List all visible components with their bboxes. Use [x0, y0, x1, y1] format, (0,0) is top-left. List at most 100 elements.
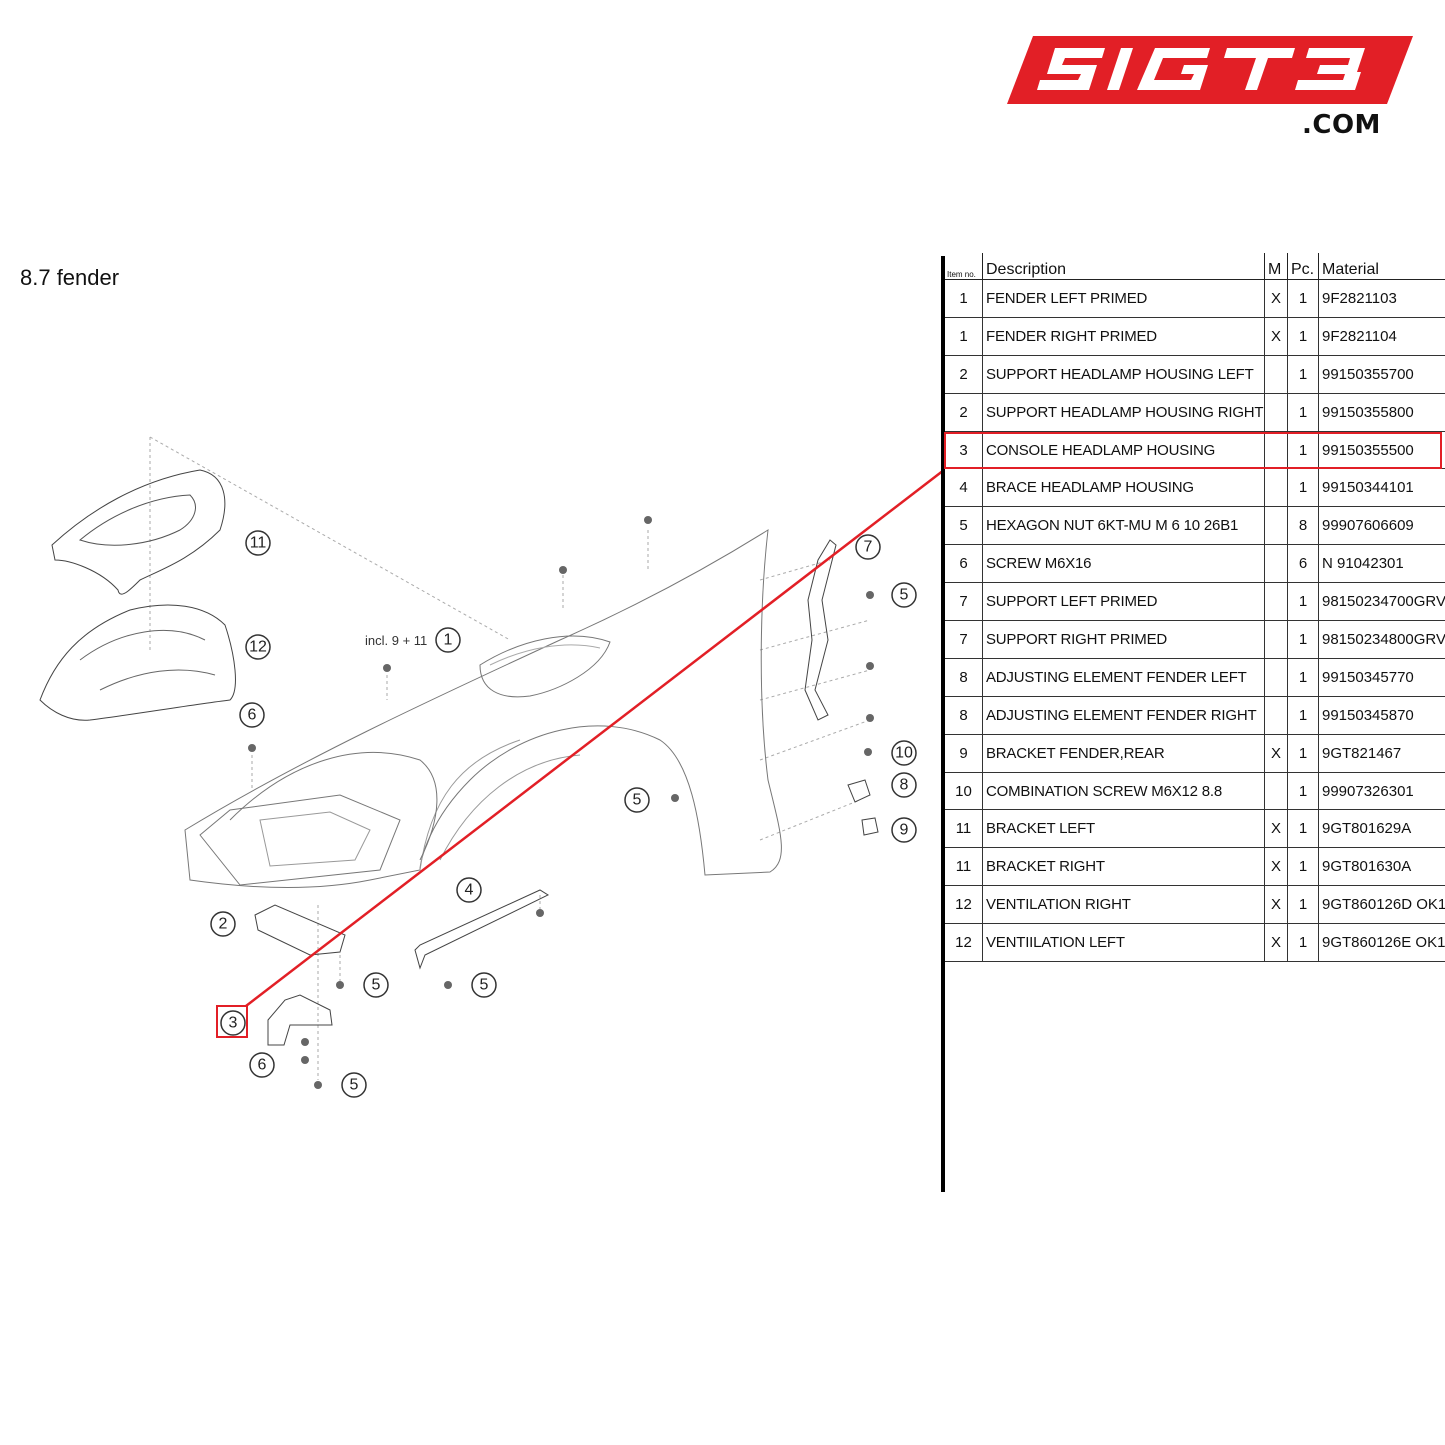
cell-item: 8: [945, 658, 983, 697]
cell-material: 99150344101: [1318, 468, 1445, 508]
cell-item: 2: [945, 355, 983, 394]
cell-m: X: [1264, 885, 1288, 925]
cell-m: [1264, 393, 1288, 432]
cell-m: X: [1264, 847, 1288, 887]
cell-description: SUPPORT HEADLAMP HOUSING RIGHT: [982, 393, 1265, 432]
cell-pc: 1: [1287, 393, 1319, 432]
cell-item: 1: [945, 317, 983, 356]
cell-pc: 6: [1287, 544, 1319, 584]
callout-label: 2: [219, 916, 228, 933]
cell-m: [1264, 772, 1288, 811]
header-pc: Pc.: [1287, 253, 1319, 280]
cell-m: X: [1264, 923, 1288, 963]
cell-m: [1264, 696, 1288, 735]
cell-material: 98150234700GRV: [1318, 582, 1445, 622]
section-title: 8.7 fender: [20, 265, 120, 290]
cell-item: 8: [945, 696, 983, 735]
cell-m: [1264, 506, 1288, 546]
callout-label: 4: [465, 882, 474, 899]
cell-item: 2: [945, 393, 983, 432]
cell-description: SUPPORT HEADLAMP HOUSING LEFT: [982, 355, 1265, 394]
cell-pc: 1: [1287, 658, 1319, 697]
header-m: M: [1264, 253, 1288, 280]
callout-label: 6: [248, 707, 257, 724]
cell-item: 5: [945, 506, 983, 546]
cell-pc: 1: [1287, 809, 1319, 849]
cell-item: 11: [945, 847, 983, 887]
cell-description: BRACE HEADLAMP HOUSING: [982, 468, 1265, 508]
highlight-callout-box: [216, 1005, 248, 1038]
cell-pc: 1: [1287, 696, 1319, 735]
cell-m: [1264, 544, 1288, 584]
cell-item: 9: [945, 734, 983, 773]
cell-pc: 1: [1287, 431, 1319, 470]
cell-material: 99150355700: [1318, 355, 1445, 394]
cell-description: VENTILATION RIGHT: [982, 885, 1265, 925]
header-material: Material: [1318, 253, 1445, 280]
cell-item: 7: [945, 582, 983, 622]
table-header-row: Item no. Description M Pc. Material: [945, 253, 1445, 280]
cell-description: SCREW M6X16: [982, 544, 1265, 584]
cell-description: COMBINATION SCREW M6X12 8.8: [982, 772, 1265, 811]
cell-m: X: [1264, 279, 1288, 318]
cell-m: [1264, 468, 1288, 508]
cell-pc: 1: [1287, 734, 1319, 773]
cell-description: BRACKET RIGHT: [982, 847, 1265, 887]
cell-description: BRACKET FENDER,REAR: [982, 734, 1265, 773]
cell-description: ADJUSTING ELEMENT FENDER RIGHT: [982, 696, 1265, 735]
cell-material: N 91042301: [1318, 544, 1445, 584]
cell-description: CONSOLE HEADLAMP HOUSING: [982, 431, 1265, 470]
highlight-row-box: [944, 432, 1442, 469]
cell-item: 1: [945, 279, 983, 318]
divider: [941, 256, 945, 1192]
cell-m: [1264, 658, 1288, 697]
cell-description: HEXAGON NUT 6KT-MU M 6 10 26B1: [982, 506, 1265, 546]
callout-label: 1: [444, 632, 453, 649]
cell-material: 99150345870: [1318, 696, 1445, 735]
cell-pc: 1: [1287, 582, 1319, 622]
cell-m: [1264, 620, 1288, 659]
cell-material: 98150234800GRV: [1318, 620, 1445, 659]
callout-label: 8: [900, 777, 909, 794]
cell-description: ADJUSTING ELEMENT FENDER LEFT: [982, 658, 1265, 697]
diagram-note: incl. 9 + 11: [365, 633, 427, 648]
callout-label: 3: [229, 1015, 238, 1032]
cell-pc: 1: [1287, 847, 1319, 887]
cell-item: 11: [945, 809, 983, 849]
cell-pc: 1: [1287, 923, 1319, 963]
callout-label: 6: [258, 1057, 267, 1074]
callout-label: 11: [250, 535, 267, 552]
callout-label: 5: [350, 1077, 359, 1094]
cell-description: BRACKET LEFT: [982, 809, 1265, 849]
cell-item: 12: [945, 923, 983, 963]
cell-pc: 8: [1287, 506, 1319, 546]
cell-pc: 1: [1287, 772, 1319, 811]
cell-material: 9GT821467: [1318, 734, 1445, 773]
callout-label: 5: [372, 977, 381, 994]
cell-material: 99150345770: [1318, 658, 1445, 697]
callout-label: 7: [864, 539, 873, 556]
cell-material: 9GT801630A: [1318, 847, 1445, 887]
cell-material: 99907606609: [1318, 506, 1445, 546]
cell-m: X: [1264, 317, 1288, 356]
